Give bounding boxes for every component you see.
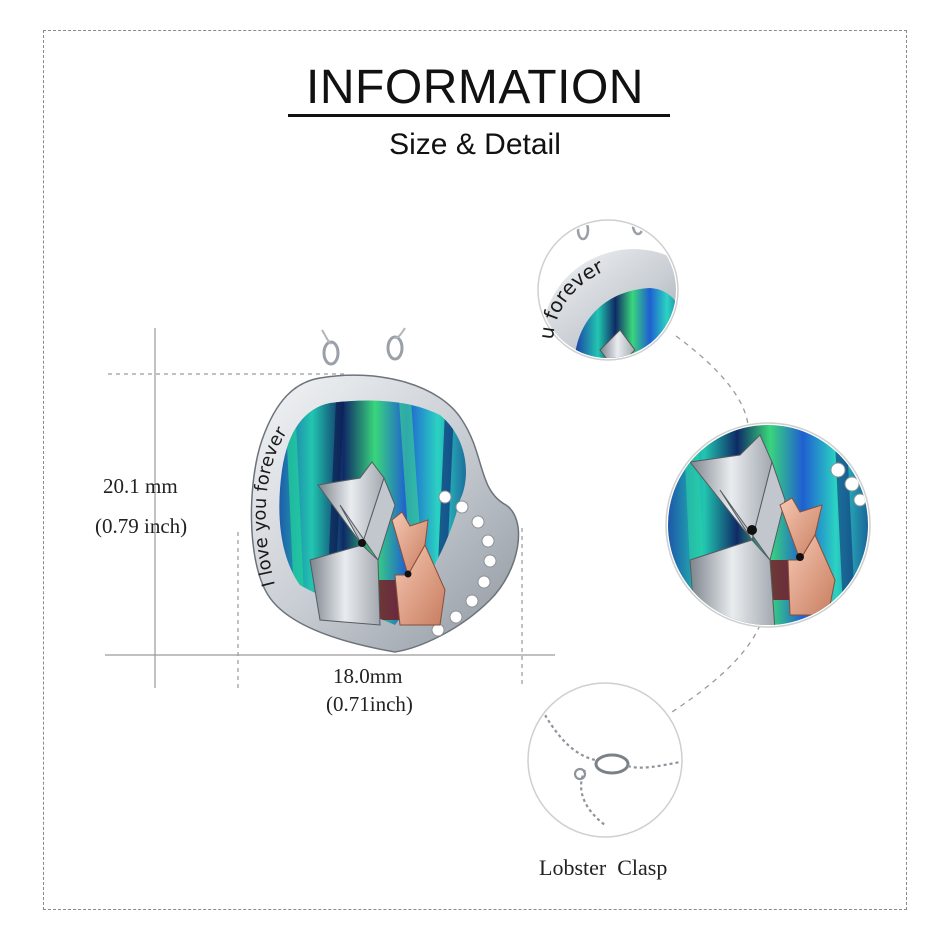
- detail-circle-foxes: [665, 422, 871, 628]
- title-underline: [288, 114, 670, 117]
- silver-fox: [309, 461, 396, 626]
- width-mm-label: 18.0mm: [333, 664, 403, 688]
- page-title: INFORMATION: [306, 61, 644, 114]
- dashed-frame: [43, 30, 907, 910]
- height-mm-label: 20.1 mm: [103, 474, 178, 498]
- detail-circle-engraving: u forever: [534, 219, 679, 361]
- clasp-caption: Lobster Clasp: [539, 855, 668, 880]
- page-subtitle: Size & Detail: [389, 128, 561, 161]
- connector-arc-bottom: [671, 624, 761, 713]
- dimension-guides: [105, 328, 555, 688]
- chain-link: [386, 335, 404, 361]
- width-inch-label: (0.71inch): [326, 692, 413, 716]
- detail-circle-clasp: [527, 682, 683, 838]
- height-inch-label: (0.79 inch): [95, 514, 188, 538]
- chain-link: [322, 340, 340, 366]
- heart-pendant: I love you forever: [250, 327, 520, 653]
- connector-arc-top: [675, 335, 749, 426]
- rose-gold-fox: [391, 511, 446, 626]
